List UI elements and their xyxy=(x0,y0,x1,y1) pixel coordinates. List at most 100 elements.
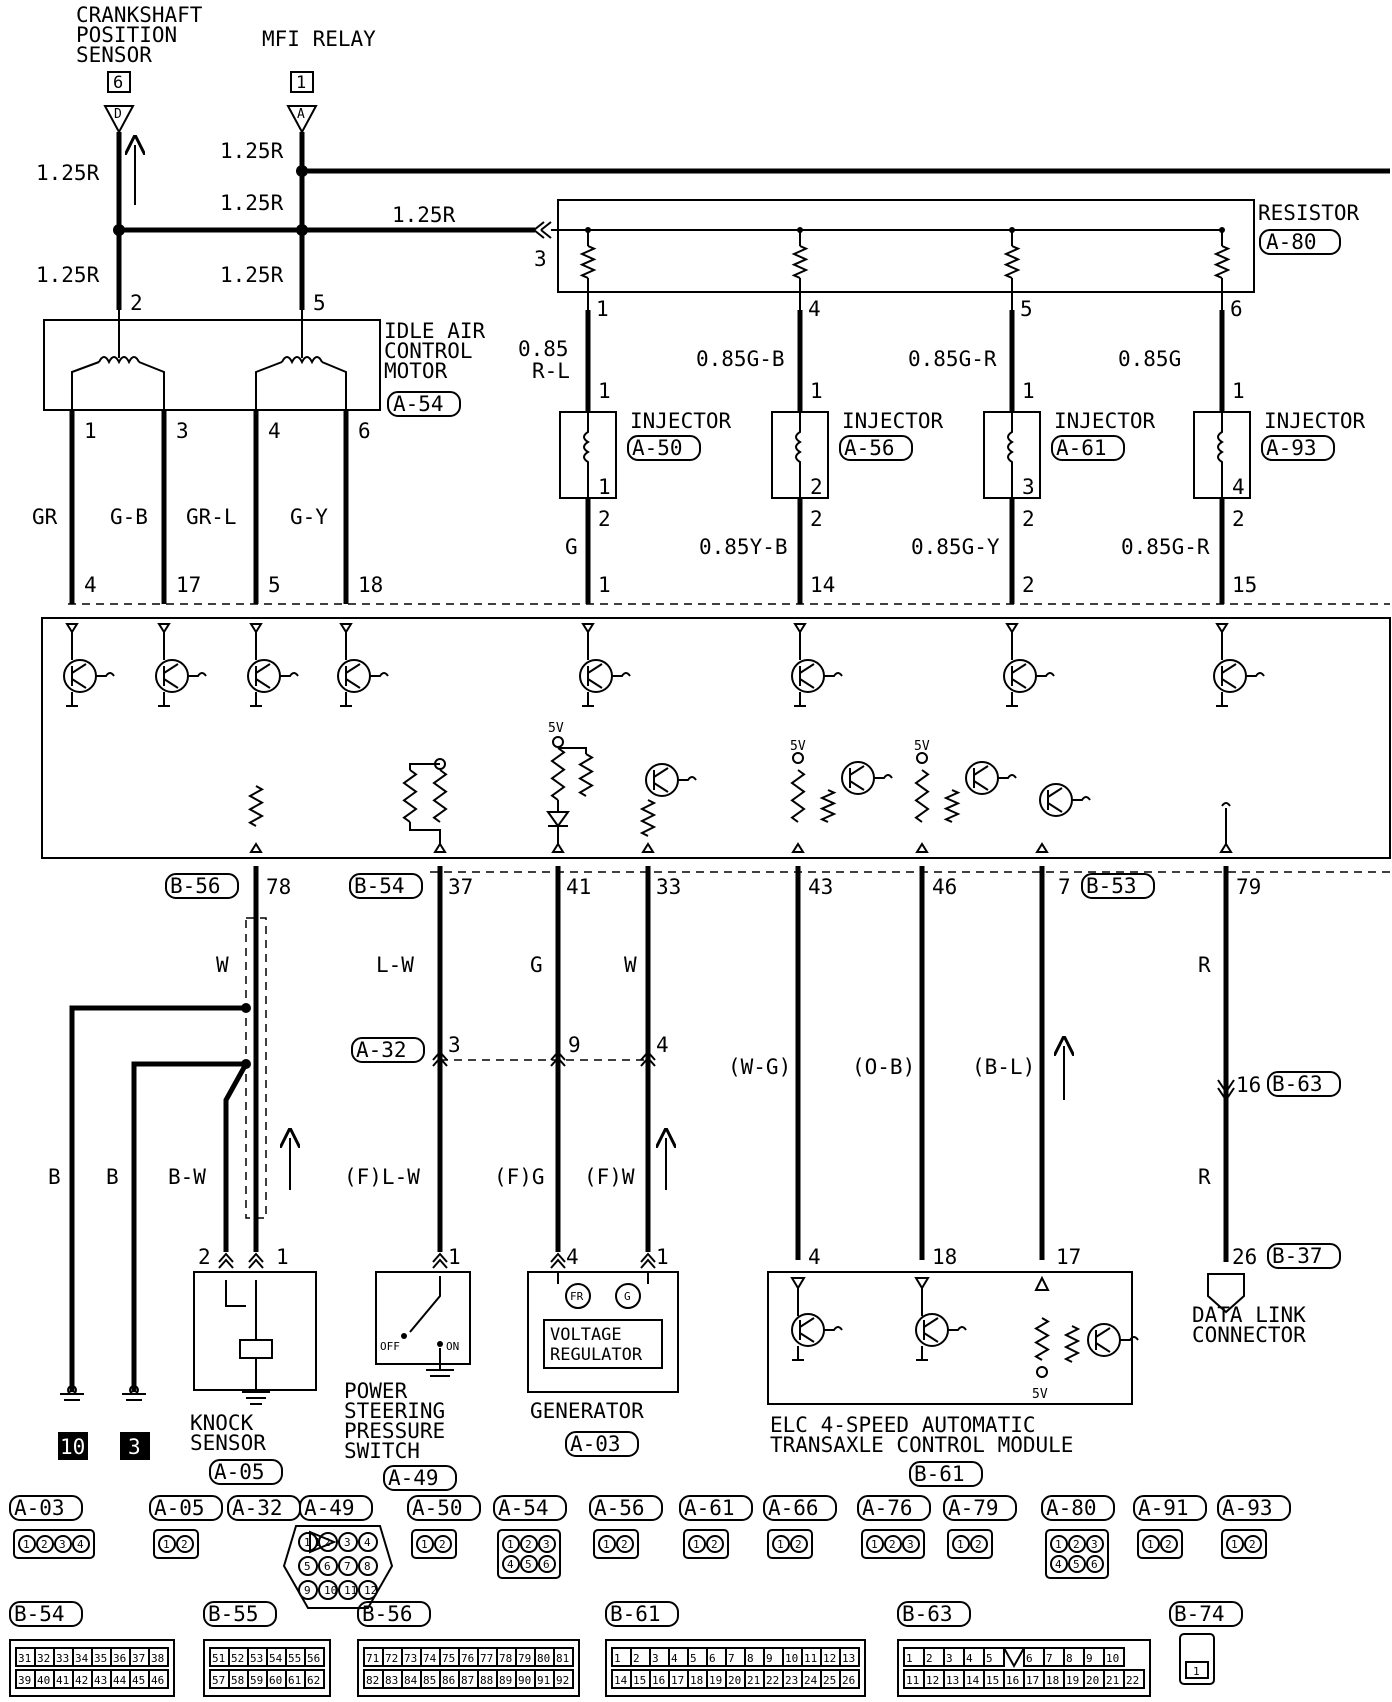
ground-ref-3: 3 xyxy=(128,1435,141,1459)
dlc-label-2: CONNECTOR xyxy=(1192,1323,1306,1347)
legend-code: B-61 xyxy=(610,1602,661,1626)
legend-cell: 10 xyxy=(785,1652,798,1665)
injector-ecm-pin: 2 xyxy=(1022,573,1035,597)
crankshaft-label-2: POSITION xyxy=(76,23,177,47)
voltage-regulator-box xyxy=(543,1319,663,1369)
legend-cell: 2 xyxy=(621,1538,628,1551)
legend-cell: 11 xyxy=(906,1674,919,1687)
transistor-icon xyxy=(791,659,825,693)
legend-cell: 34 xyxy=(75,1652,89,1665)
legend-cell: 4 xyxy=(77,1538,84,1551)
injector-inner: 2 xyxy=(810,475,823,499)
legend-cell: 2 xyxy=(975,1538,982,1551)
ecm-top-wires xyxy=(69,310,1225,604)
legend-cell: 36 xyxy=(113,1652,126,1665)
legend-cell: 43 xyxy=(94,1674,107,1687)
legend-cell: 7 xyxy=(728,1652,735,1665)
legend-code: A-03 xyxy=(14,1496,65,1520)
iac-ecm-pin: 4 xyxy=(84,573,97,597)
injector-bottom-color: 0.85Y-B xyxy=(699,535,788,559)
legend-cell: 79 xyxy=(518,1652,531,1665)
ecm-transistors xyxy=(63,623,1265,853)
injector-top-pin: 1 xyxy=(598,379,611,403)
legend-cell: 2 xyxy=(181,1538,188,1551)
legend-cell: 5 xyxy=(986,1652,993,1665)
generator-code: A-03 xyxy=(570,1432,621,1456)
injector-bottom-pin: 2 xyxy=(810,507,823,531)
ps-box xyxy=(375,1271,471,1365)
legend-cell: 2 xyxy=(1165,1538,1172,1551)
legend-cell: 10 xyxy=(1106,1652,1119,1665)
transistor-icon xyxy=(841,761,875,795)
legend-cell: 60 xyxy=(269,1674,282,1687)
legend-code: B-56 xyxy=(362,1602,413,1626)
legend-cell: 1 xyxy=(906,1652,913,1665)
legend-cell: 53 xyxy=(250,1652,263,1665)
ps-label-2: STEERING xyxy=(344,1399,445,1423)
pin-37: 37 xyxy=(448,875,473,899)
ecm-module: 5V 5V 5V xyxy=(41,603,1391,873)
conn-b63: B-63 xyxy=(1272,1072,1323,1096)
color-w79: R xyxy=(1198,953,1211,977)
color-w41: G xyxy=(530,953,543,977)
iac-top-pin-1: 2 xyxy=(130,291,143,315)
legend-cell: 2 xyxy=(633,1652,640,1665)
pin-7: 7 xyxy=(1058,875,1071,899)
color-f41: (F)G xyxy=(494,1165,545,1189)
legend-cell: 41 xyxy=(56,1674,69,1687)
legend-cell: 83 xyxy=(385,1674,398,1687)
junction-3 xyxy=(296,224,308,236)
crankshaft-pin: D xyxy=(114,107,122,122)
injector-label: INJECTOR xyxy=(1264,409,1366,433)
transistor-icon xyxy=(791,1313,825,1347)
legend-b-74: B-741 xyxy=(1169,1601,1243,1685)
knock-pin1: 1 xyxy=(276,1245,289,1269)
lower-labels: B-56 B-54 B-53 A-32 B-63 B-37 78 37 41 3… xyxy=(48,873,1341,1269)
legend-cell: 42 xyxy=(75,1674,88,1687)
legend-a-49: A-491 xyxy=(299,1495,373,1554)
injector-bottom-pin: 2 xyxy=(598,507,611,531)
legend-cell: 61 xyxy=(288,1674,301,1687)
legend-cell: 9 xyxy=(304,1584,311,1597)
legend-cell: 38 xyxy=(151,1652,164,1665)
transistor-icon xyxy=(645,763,679,797)
legend-cell: 89 xyxy=(499,1674,512,1687)
generator-box xyxy=(527,1271,679,1393)
color-b2: B xyxy=(106,1165,119,1189)
ecm-5v-1: 5V xyxy=(548,721,564,736)
legend-cell: 88 xyxy=(480,1674,493,1687)
legend-cell: 2 xyxy=(525,1538,532,1551)
resistor-code: A-80 xyxy=(1266,230,1317,254)
mfi-connector-icon xyxy=(286,105,318,135)
injector-top-pin: 1 xyxy=(1232,379,1245,403)
legend-cell: 23 xyxy=(785,1674,798,1687)
ps-label-4: SWITCH xyxy=(344,1439,420,1463)
legend-cell: 1 xyxy=(777,1538,784,1551)
resistor-element xyxy=(1003,245,1021,279)
pin-26: 26 xyxy=(1232,1245,1257,1269)
legend-cell: 80 xyxy=(537,1652,550,1665)
conn-b53: B-53 xyxy=(1086,874,1137,898)
injector-top-color: R-L xyxy=(532,359,570,383)
legend-cell: 2 xyxy=(439,1538,446,1551)
legend-cell: 84 xyxy=(404,1674,418,1687)
wire-ground-3 xyxy=(131,1061,251,1392)
iac-bottom-pin: 4 xyxy=(268,419,281,443)
gen-pin4: 4 xyxy=(566,1245,579,1269)
conn-b56: B-56 xyxy=(170,874,221,898)
color-f37: (F)L-W xyxy=(344,1165,420,1189)
legend-cell: 73 xyxy=(404,1652,417,1665)
wire-label-1: 1.25R xyxy=(36,161,100,185)
iac-label-3: MOTOR xyxy=(384,359,448,383)
legend-cell: 14 xyxy=(614,1674,628,1687)
iac-wire-color: GR xyxy=(32,505,58,529)
legend-cell: 2 xyxy=(324,1536,331,1549)
